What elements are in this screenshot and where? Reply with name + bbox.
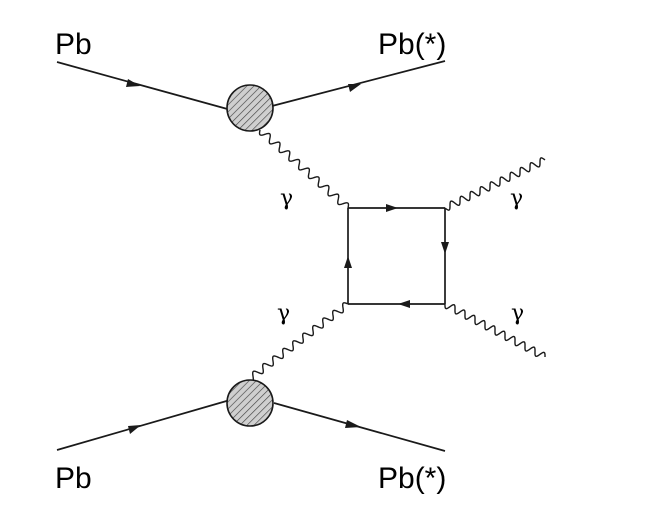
- pb-out-bottom-arrow: [345, 420, 361, 428]
- pb-in-bottom-line: [56, 399, 231, 451]
- label-pb-in-top: Pb: [55, 28, 92, 61]
- pb-out-top-line: [271, 60, 446, 107]
- photon-top-right-wave: [444, 157, 546, 211]
- pb-in-bottom-arrow: [128, 425, 141, 434]
- pb-in-top-line: [56, 61, 232, 111]
- photon-bottom-left-wave: [247, 302, 349, 382]
- label-pb-out-bottom: Pb(*): [378, 462, 446, 495]
- photon-top-left-wave: [258, 129, 350, 209]
- label-gamma-top-right: γ: [510, 186, 523, 211]
- nucleus-form-factor-blob-bottom: [226, 379, 274, 427]
- loop-top-arrow: [386, 204, 398, 212]
- pb-in-top-arrow: [126, 79, 140, 87]
- loop-left-arrow: [344, 256, 352, 268]
- label-pb-in-bottom: Pb: [55, 462, 92, 495]
- label-gamma-bottom-right: γ: [511, 301, 524, 326]
- loop-right-arrow: [441, 242, 449, 254]
- label-gamma-top-left: γ: [280, 186, 293, 211]
- nucleus-form-factor-blob-top: [226, 84, 274, 132]
- pb-out-top-arrow: [348, 84, 361, 92]
- loop-bottom-arrow: [398, 300, 410, 308]
- label-pb-out-top: Pb(*): [378, 28, 446, 61]
- photon-bottom-right-wave: [444, 303, 546, 358]
- label-gamma-bottom-left: γ: [277, 301, 290, 326]
